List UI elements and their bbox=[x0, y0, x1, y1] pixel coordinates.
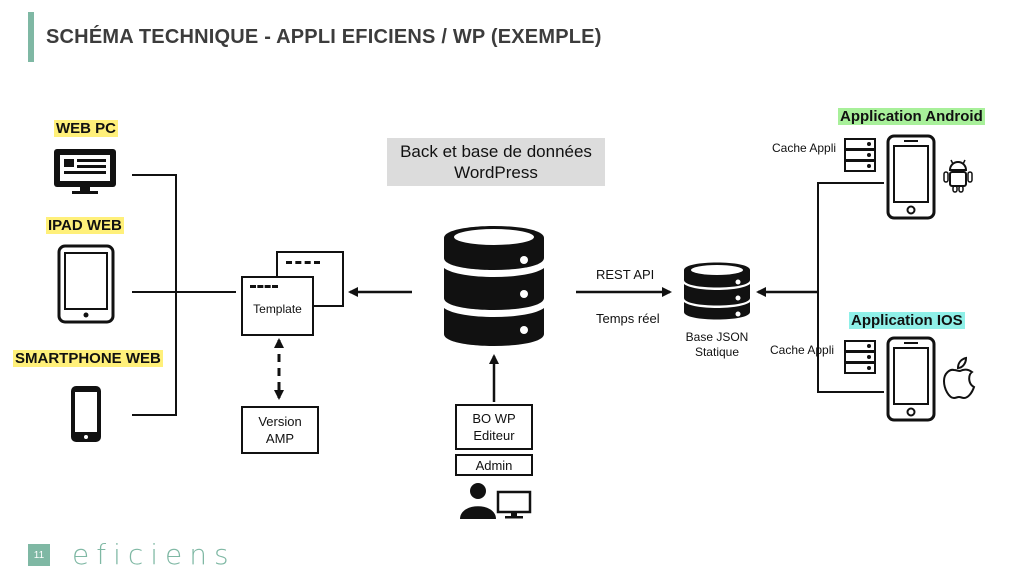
backend-label-box: Back et base de données WordPress bbox=[387, 138, 605, 186]
template-window: Template bbox=[241, 276, 314, 336]
label-smartphone-web: SMARTPHONE WEB bbox=[13, 350, 163, 367]
window-dots bbox=[250, 285, 278, 288]
label-ipad-web: IPAD WEB bbox=[46, 217, 124, 234]
json-line2: Statique bbox=[694, 345, 740, 359]
title-accent-bar bbox=[28, 12, 34, 62]
ios-phone-icon bbox=[886, 336, 936, 422]
page-title: SCHÉMA TECHNIQUE - APPLI EFICIENS / WP (… bbox=[46, 26, 602, 48]
window-dots bbox=[286, 261, 320, 264]
smartphone-icon bbox=[71, 386, 101, 442]
template-label: Template bbox=[253, 302, 302, 316]
bo-line1: BO WP bbox=[472, 411, 516, 426]
json-database-icon bbox=[684, 262, 750, 320]
database-icon bbox=[444, 226, 544, 346]
label-android-app: Application Android bbox=[838, 108, 985, 125]
page-number-badge: 11 bbox=[28, 544, 50, 566]
label-web-pc: WEB PC bbox=[54, 120, 118, 137]
amp-line2: AMP bbox=[265, 431, 295, 446]
bo-wp-box: BO WP Editeur bbox=[455, 404, 533, 450]
ios-cache-server-icon bbox=[844, 340, 876, 374]
json-line1: Base JSON bbox=[685, 330, 749, 344]
admin-box: Admin bbox=[455, 454, 533, 476]
tablet-icon bbox=[57, 244, 115, 324]
bo-line2: Editeur bbox=[473, 428, 515, 443]
clients-bracket bbox=[132, 174, 177, 416]
temps-reel-label: Temps réel bbox=[596, 311, 660, 326]
backend-line1: Back et base de données bbox=[400, 142, 592, 161]
user-at-computer-icon bbox=[460, 483, 532, 519]
ios-cache-label: Cache Appli bbox=[770, 343, 835, 357]
android-cache-label: Cache Appli bbox=[772, 141, 837, 155]
apple-logo-icon bbox=[942, 356, 976, 400]
android-cache-server-icon bbox=[844, 138, 876, 172]
label-ios-app: Application IOS bbox=[849, 312, 965, 329]
json-store-label: Base JSON Statique bbox=[676, 330, 758, 360]
rest-api-label: REST API bbox=[596, 267, 655, 282]
backend-line2: WordPress bbox=[454, 163, 538, 182]
android-phone-icon bbox=[886, 134, 936, 220]
admin-label: Admin bbox=[475, 457, 513, 473]
android-logo-icon bbox=[943, 159, 973, 193]
amp-box: Version AMP bbox=[241, 406, 319, 454]
eficiens-logo: eficiens bbox=[72, 538, 236, 571]
apps-bracket bbox=[817, 182, 884, 393]
amp-line1: Version bbox=[258, 414, 302, 429]
desktop-monitor-icon bbox=[54, 149, 116, 194]
